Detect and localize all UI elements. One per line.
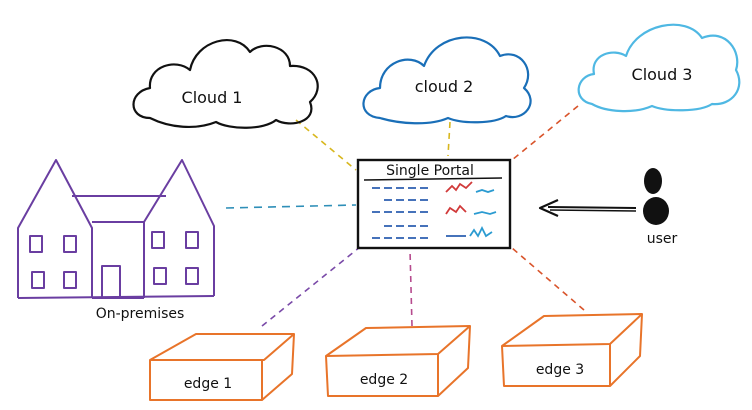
onprem-window: [63, 271, 77, 289]
user-head-icon: [644, 168, 662, 194]
edge-1-side: [261, 333, 295, 401]
edge-1-top: [149, 333, 295, 361]
portal-sparkline-blue: [473, 211, 497, 215]
onprem-window: [29, 235, 43, 253]
portal-sparkline-blue: [475, 189, 495, 193]
portal-title-underline: [363, 177, 503, 181]
onprem-window: [185, 231, 199, 249]
portal-sparkline-red: [445, 204, 467, 215]
link-onprem-portal: [225, 204, 357, 209]
edge-3-front: [501, 344, 611, 387]
link-cloud1-portal: [295, 119, 357, 171]
cloud-1-shape: [132, 39, 319, 129]
edge-1: [149, 333, 295, 401]
onprem-label: On-premises: [96, 306, 185, 322]
edge-2-side: [437, 325, 471, 397]
edge-2-top: [325, 325, 471, 357]
link-cloud2-portal: [447, 121, 451, 157]
cloud-2-shape: [362, 36, 532, 125]
user-body-icon: [643, 197, 669, 225]
edge-2-front: [325, 354, 439, 397]
cloud-1: Cloud 1: [132, 39, 319, 129]
cloud-3-shape: [577, 23, 741, 113]
on-premises: [17, 159, 215, 299]
onprem-door: [101, 265, 121, 299]
single-portal: Single Portal: [356, 158, 512, 250]
cloud-2-label: cloud 2: [415, 77, 474, 96]
portal-sparkline-blue: [469, 225, 493, 238]
portal-frame: [356, 158, 512, 250]
cloud-3: Cloud 3: [577, 23, 741, 113]
edge-3-top: [501, 313, 643, 347]
portal-title: Single Portal: [386, 163, 474, 179]
link-cloud3-portal: [511, 105, 579, 161]
onprem-window: [153, 267, 167, 285]
portal-sparkline-red: [445, 181, 473, 193]
onprem-window: [31, 271, 45, 289]
edge-3-side: [609, 313, 643, 387]
user-arrow-shaft: [547, 206, 637, 209]
cloud-3-label: Cloud 3: [632, 65, 693, 84]
edge-3: [501, 313, 643, 387]
onprem-right-wing: [143, 159, 215, 298]
edge-3-label: edge 3: [536, 362, 584, 378]
edge-2-label: edge 2: [360, 372, 408, 388]
user-arrow-head-icon: [538, 198, 559, 218]
link-edge1-portal: [261, 246, 361, 327]
edge-1-label: edge 1: [184, 376, 232, 392]
cloud-1-label: Cloud 1: [182, 88, 243, 107]
link-edge3-portal: [511, 247, 585, 311]
onprem-middle: [17, 195, 215, 299]
onprem-window: [185, 267, 199, 285]
link-edge2-portal: [409, 249, 413, 327]
onprem-left-wing: [17, 159, 93, 298]
onprem-window: [63, 235, 77, 253]
user-arrow-shaft: [549, 209, 637, 212]
user: user: [538, 168, 678, 247]
edge-1-front: [149, 360, 263, 401]
edge-2: [325, 325, 471, 397]
cloud-2: cloud 2: [362, 36, 532, 125]
onprem-window: [151, 231, 165, 249]
user-label: user: [647, 231, 678, 247]
